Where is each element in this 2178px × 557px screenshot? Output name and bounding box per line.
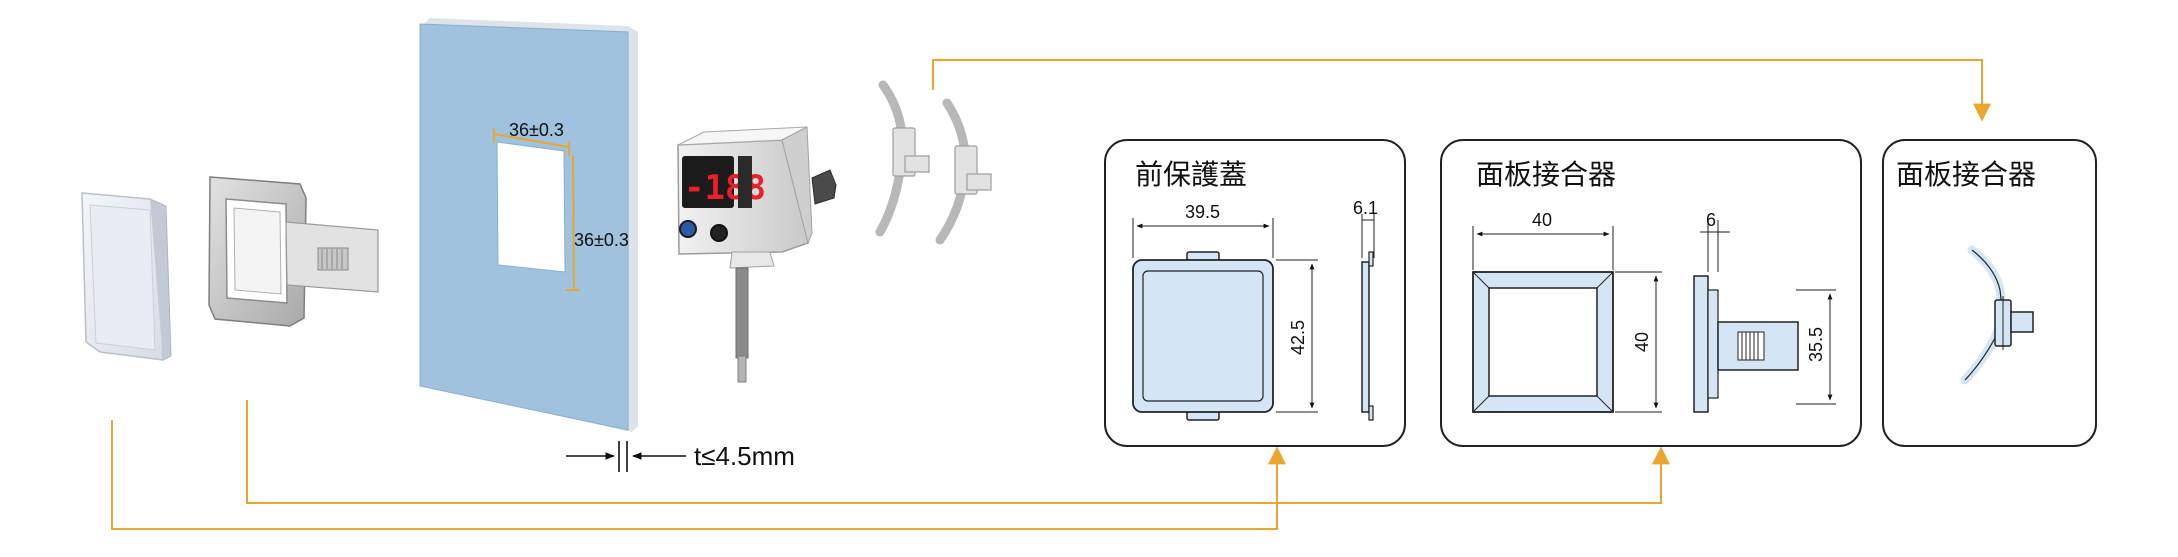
front-cover-height-dim: 42.5 xyxy=(1288,320,1308,355)
panel-adapter-box: 面板接合器 40 40 6 35.5 xyxy=(1440,139,1862,447)
mounting-panel: 36±0.3 36±0.3 xyxy=(419,18,638,432)
front-cover-box: 前保護蓋 39.5 42.5 6.1 xyxy=(1104,139,1406,447)
panel-adapter-tab-dim: 35.5 xyxy=(1806,327,1826,362)
display-readout: -188 xyxy=(684,168,766,208)
thickness-label: t≤4.5mm xyxy=(694,441,795,471)
connector-arrows xyxy=(111,59,1991,530)
front-cover-width-dim: 39.5 xyxy=(1185,202,1220,222)
front-cover-title: 前保護蓋 xyxy=(1135,158,1247,191)
cutout-height-label: 36±0.3 xyxy=(574,230,629,250)
panel-adapter-depth-dim: 6 xyxy=(1706,210,1716,230)
sensor-button-black xyxy=(710,224,728,242)
panel-adapter-height-dim: 40 xyxy=(1632,332,1652,352)
arrow-cover-to-box xyxy=(111,420,1286,530)
panel-adapter-width-dim: 40 xyxy=(1532,210,1552,230)
arrow-clip-to-box xyxy=(932,59,1991,122)
pressure-sensor: -188 xyxy=(677,126,837,383)
cutout-width-label: 36±0.3 xyxy=(509,120,564,140)
panel-adapter-title: 面板接合器 xyxy=(1476,158,1616,191)
panel-adapter-clip-title: 面板接合器 xyxy=(1896,158,2036,191)
arrow-adapter-to-box xyxy=(246,400,1670,504)
panel-adapter-part xyxy=(208,176,379,327)
front-cover-part xyxy=(81,192,172,361)
thickness-marker: t≤4.5mm xyxy=(566,441,795,472)
sensor-button-blue xyxy=(679,220,697,238)
front-cover-depth-dim: 6.1 xyxy=(1353,198,1378,218)
panel-adapter-clip-box: 面板接合器 xyxy=(1882,139,2097,447)
